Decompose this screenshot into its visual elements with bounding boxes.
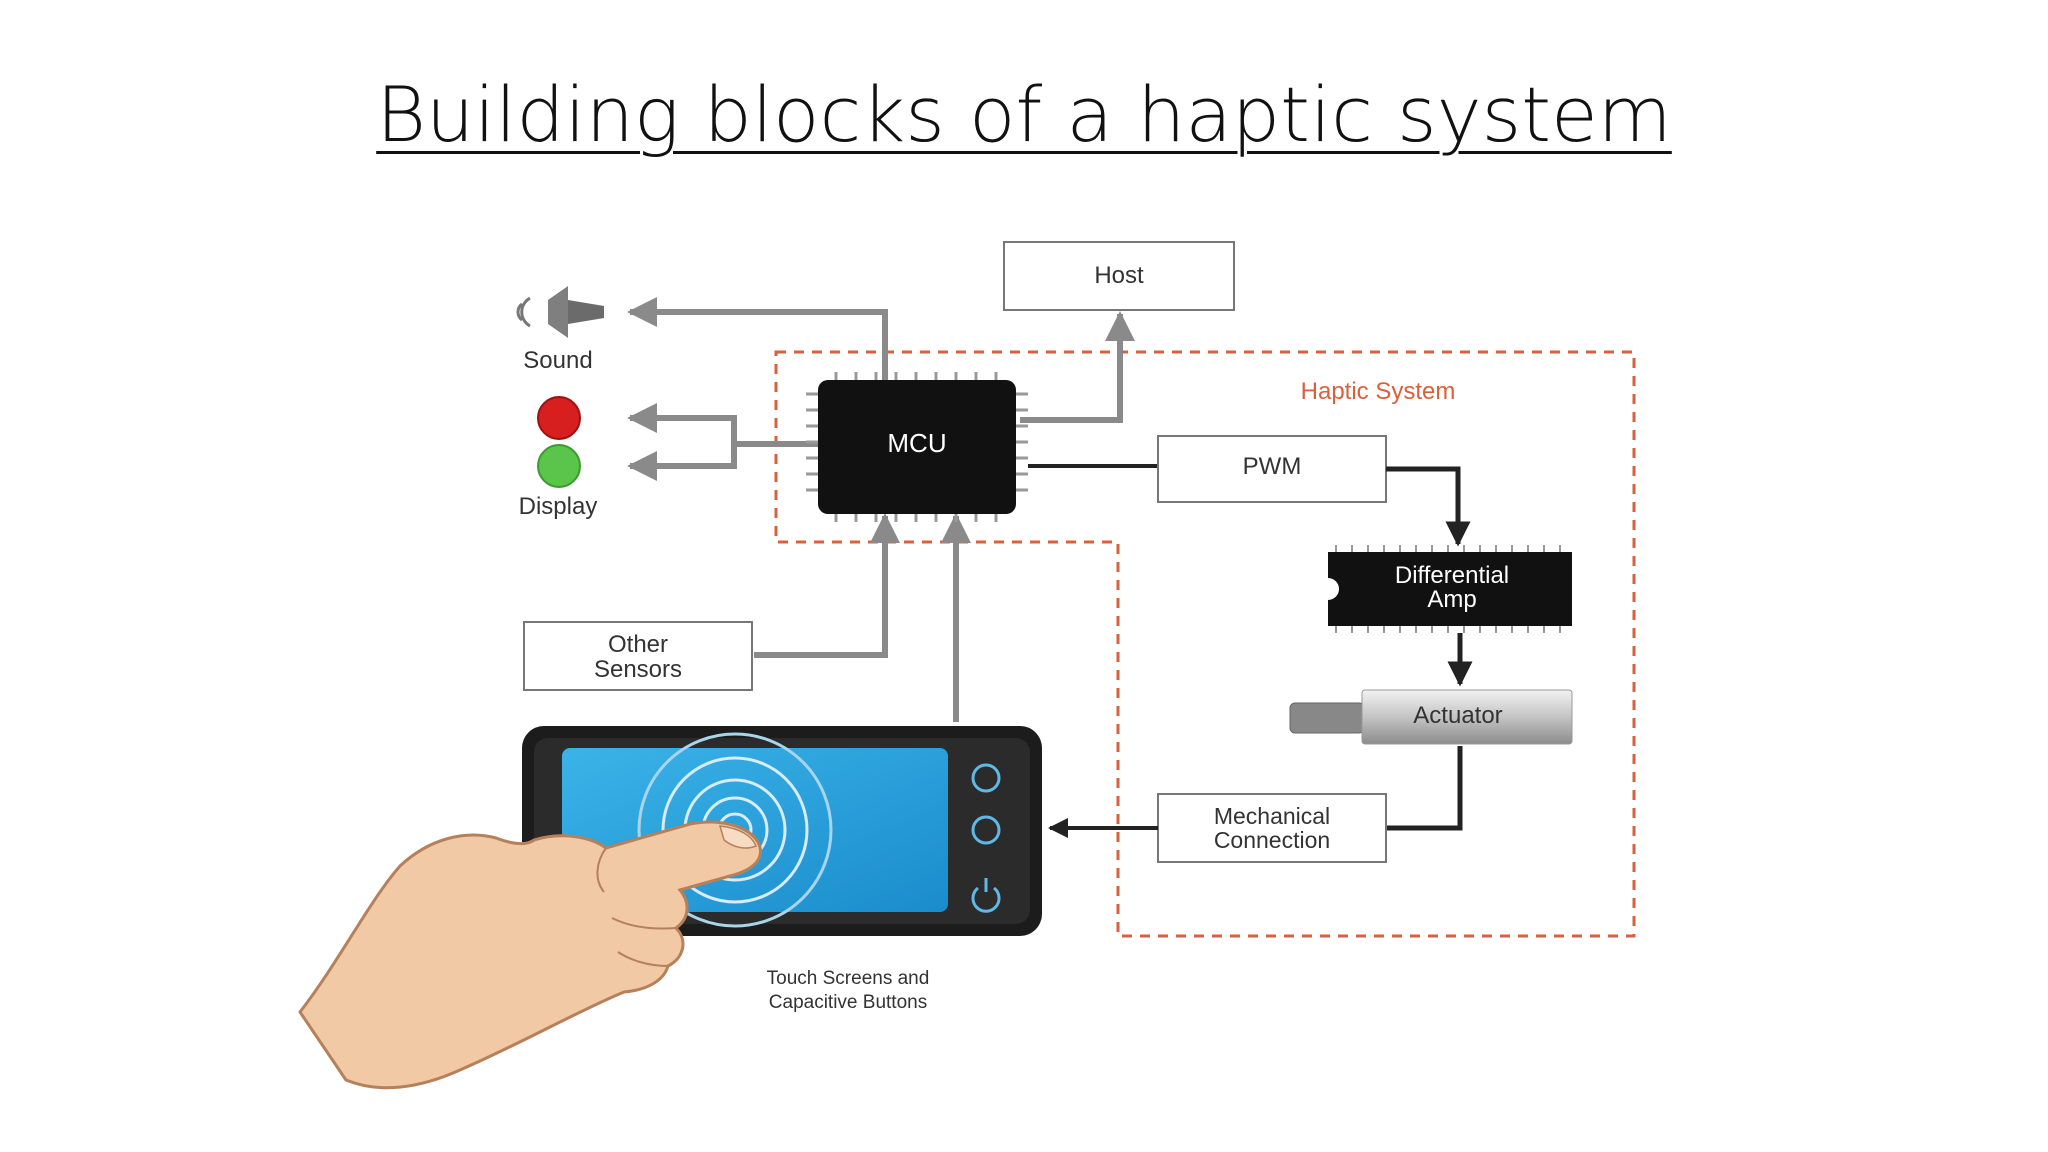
mech-label-line2: Connection	[1214, 827, 1330, 853]
capacitive-button-icon	[971, 763, 1001, 793]
diff-amp-label-line1: Differential	[1395, 562, 1509, 589]
pwm-label: PWM	[1243, 453, 1302, 480]
mcu-chip	[806, 372, 1028, 522]
pwm-box	[1157, 435, 1387, 503]
host-box	[1003, 241, 1235, 311]
display-label: Display	[519, 493, 598, 520]
differential-amp-chip	[1328, 545, 1572, 633]
actuator-to-mech-line	[1386, 746, 1463, 831]
sensors-to-mcu-arrow	[754, 513, 900, 658]
red-led-icon	[537, 396, 581, 440]
mcu-to-host-arrow	[1020, 311, 1135, 423]
sound-label: Sound	[523, 347, 592, 374]
sensors-label-line1: Other	[608, 631, 668, 658]
touch-caption-line2: Capacitive Buttons	[769, 992, 927, 1013]
mcu-label: MCU	[887, 428, 946, 458]
green-led-icon	[537, 444, 581, 488]
mcu-to-sound-arrow	[627, 297, 888, 382]
slide-title-text: Building blocks of a haptic system	[376, 70, 1672, 159]
pwm-to-amp-arrow	[1386, 466, 1471, 547]
speaker-icon	[516, 286, 604, 338]
mech-label-line1: Mechanical	[1214, 803, 1330, 829]
diff-amp-label-line2: Amp	[1427, 586, 1476, 613]
other-sensors-box	[523, 621, 753, 691]
capacitive-button-icon	[971, 815, 1001, 845]
mechanical-connection-box	[1157, 793, 1387, 863]
power-icon	[971, 878, 1001, 913]
hand-icon	[298, 820, 762, 1090]
host-label: Host	[1094, 262, 1144, 289]
mcu-to-display-arrow-top	[627, 403, 820, 447]
touch-caption-line1: Touch Screens and	[767, 968, 930, 989]
actuator	[1289, 689, 1573, 745]
mcu-to-display-arrow-bottom	[627, 444, 737, 481]
sensors-label-line2: Sensors	[594, 656, 682, 683]
slide-title: Building blocks of a haptic system	[0, 70, 2048, 159]
actuator-label: Actuator	[1413, 702, 1502, 729]
haptic-system-label: Haptic System	[1301, 378, 1456, 405]
